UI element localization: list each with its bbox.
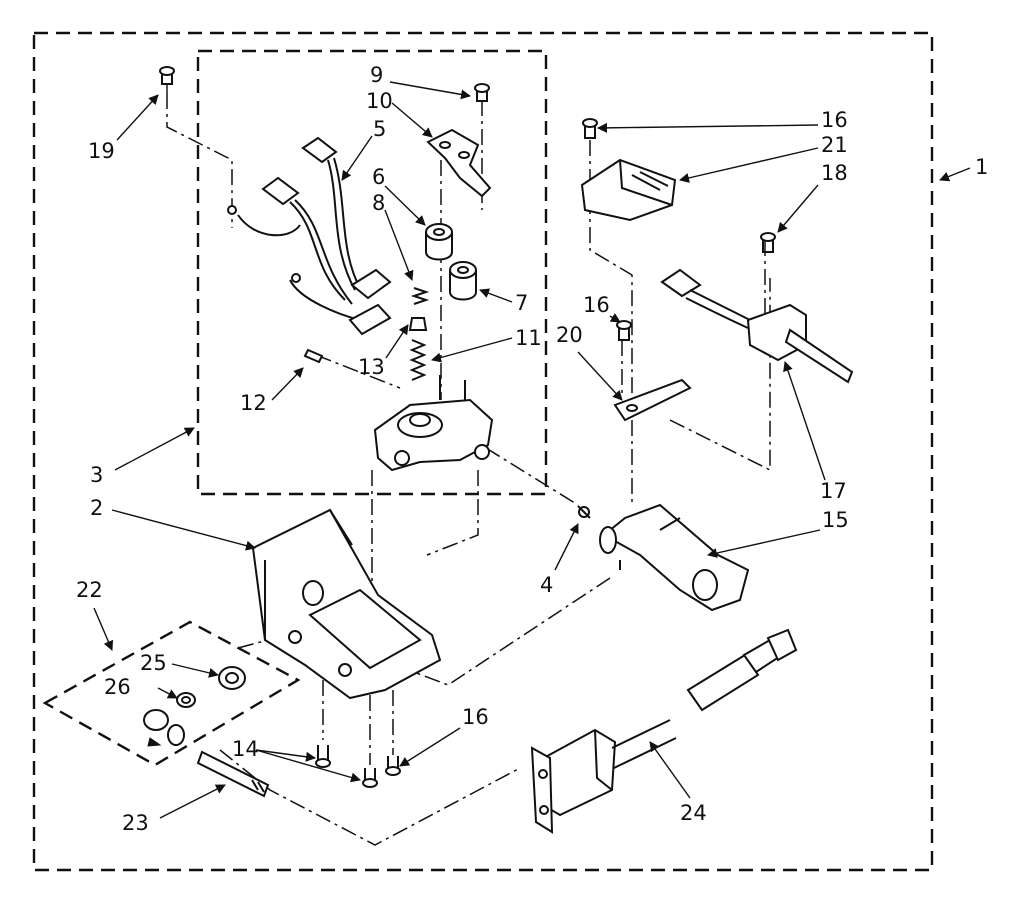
label-8: 8 — [372, 191, 385, 215]
label-7: 7 — [515, 291, 528, 315]
bracket-10 — [426, 128, 492, 198]
washer-26 — [176, 692, 196, 708]
screw-16-middle — [616, 320, 632, 341]
sensor-21 — [580, 158, 677, 222]
screw-14-right — [362, 768, 378, 788]
fitting-kit-box — [42, 620, 301, 767]
label-13: 13 — [358, 355, 385, 379]
spring-8 — [410, 287, 430, 305]
label-16-middle: 16 — [583, 293, 610, 317]
label-3: 3 — [90, 463, 103, 487]
bracket-2 — [251, 508, 442, 700]
label-19: 19 — [88, 139, 115, 163]
valve-body — [373, 398, 494, 472]
coil-7 — [449, 261, 477, 301]
outer-dashed-border — [32, 31, 934, 872]
label-15: 15 — [822, 508, 849, 532]
leader-lines — [93, 81, 971, 819]
nut-25 — [218, 666, 246, 690]
label-11: 11 — [515, 326, 542, 350]
label-23: 23 — [122, 811, 149, 835]
wire-harness-5 — [227, 136, 392, 336]
label-4: 4 — [540, 573, 553, 597]
label-16-top: 16 — [821, 108, 848, 132]
coil-6 — [425, 223, 453, 261]
screw-14-left — [315, 745, 331, 768]
bracket-20 — [613, 378, 692, 422]
label-22: 22 — [76, 578, 103, 602]
label-9: 9 — [370, 63, 383, 87]
label-5: 5 — [373, 117, 386, 141]
nipple-23 — [196, 750, 270, 798]
screw-16-bottom — [385, 756, 401, 776]
label-20: 20 — [556, 323, 583, 347]
label-25: 25 — [140, 651, 167, 675]
label-17: 17 — [820, 479, 847, 503]
gas-valve-24 — [530, 628, 798, 834]
label-24: 24 — [680, 801, 707, 825]
label-12: 12 — [240, 391, 267, 415]
label-26: 26 — [104, 675, 131, 699]
label-2: 2 — [90, 496, 103, 520]
plunger-13 — [408, 317, 428, 331]
pin-12 — [303, 348, 324, 364]
spring-11 — [409, 339, 466, 405]
label-10: 10 — [366, 89, 393, 113]
fitting-4 — [577, 505, 591, 519]
screw-18 — [760, 232, 776, 253]
burner-15 — [599, 503, 750, 612]
igniter-17 — [660, 268, 854, 384]
label-16-bottom: 16 — [462, 705, 489, 729]
screw-19 — [159, 66, 175, 93]
label-18: 18 — [821, 161, 848, 185]
screw-9 — [474, 83, 490, 102]
label-14: 14 — [232, 737, 259, 761]
callout-labels: 19 9 10 5 6 8 7 11 13 12 3 2 4 15 17 16 … — [76, 63, 988, 835]
center-lines — [166, 93, 771, 846]
label-6: 6 — [372, 165, 385, 189]
elbow-fitting — [143, 709, 185, 747]
screw-16-top — [582, 118, 598, 139]
label-1: 1 — [975, 155, 988, 179]
label-21: 21 — [821, 133, 848, 157]
